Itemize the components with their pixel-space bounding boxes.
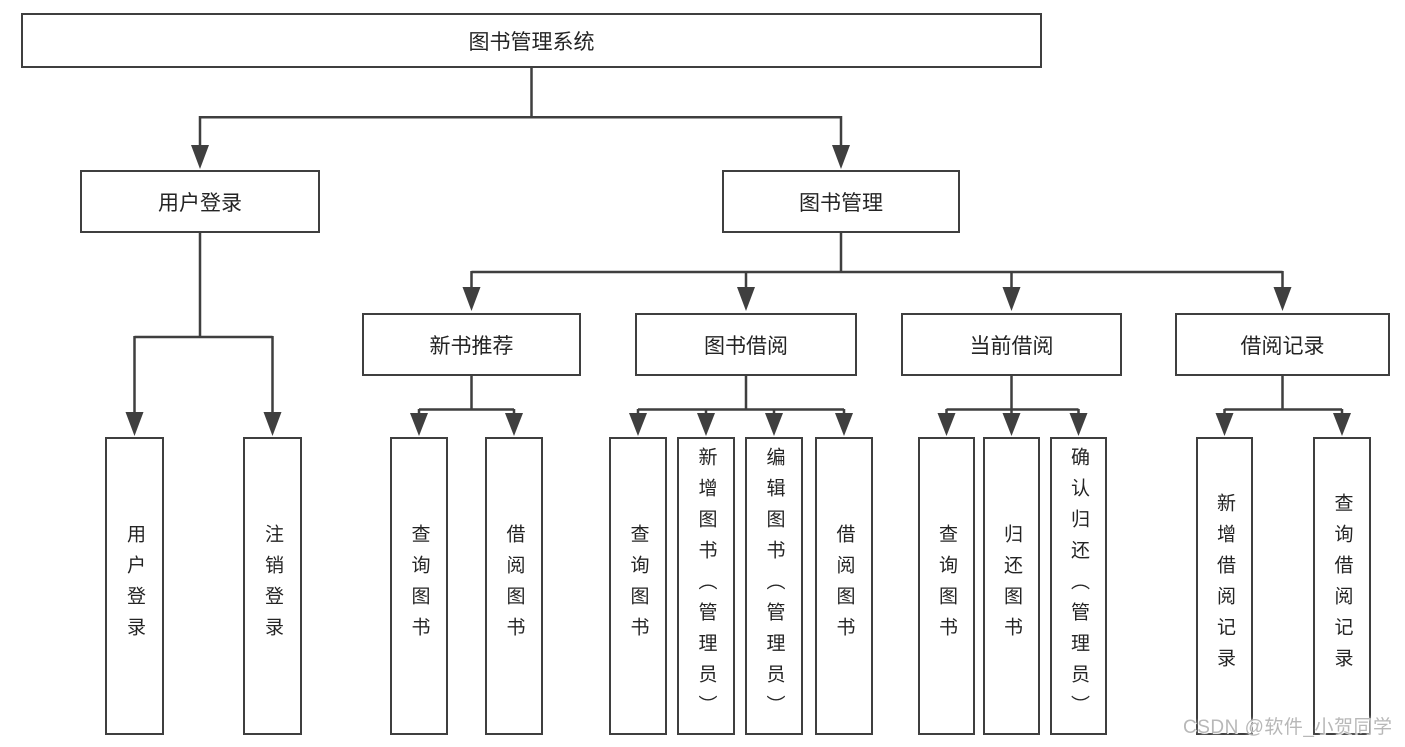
leaf-query-borrow-record: 查询借阅记录 — [1313, 437, 1371, 735]
connector-user-login — [133, 232, 274, 414]
leaf-edit-book-admin: 编辑图书（管理员） — [745, 437, 803, 735]
node-book-borrowing: 图书借阅 — [635, 313, 857, 376]
node-user-login: 用户登录 — [80, 170, 320, 233]
arrowheads — [125, 145, 1351, 436]
csdn-watermark: CSDN @软件_小贺同学 — [1183, 717, 1393, 738]
leaf-user-login: 用户登录 — [105, 437, 164, 735]
connector-root — [199, 68, 842, 119]
node-borrowing-records: 借阅记录 — [1175, 313, 1390, 376]
leaf-query-books-borrowing: 查询图书 — [609, 437, 667, 735]
leaf-logout: 注销登录 — [243, 437, 302, 735]
node-library-management-system: 图书管理系统 — [21, 13, 1042, 68]
leaf-add-borrow-record: 新增借阅记录 — [1196, 437, 1253, 735]
connector-book-management — [471, 232, 1283, 274]
node-current-borrowing: 当前借阅 — [901, 313, 1122, 376]
node-new-book-recommend: 新书推荐 — [362, 313, 581, 376]
node-book-management: 图书管理 — [722, 170, 960, 233]
leaf-add-book-admin: 新增图书（管理员） — [677, 437, 735, 735]
leaf-borrow-books-borrowing: 借阅图书 — [815, 437, 873, 735]
leaf-return-book: 归还图书 — [983, 437, 1040, 735]
leaf-query-books-current: 查询图书 — [918, 437, 975, 735]
leaf-query-books-recommend: 查询图书 — [390, 437, 448, 735]
leaf-confirm-return-admin: 确认归还（管理员） — [1050, 437, 1107, 735]
leaf-borrow-books-recommend: 借阅图书 — [485, 437, 543, 735]
connector-leaf-rails — [419, 375, 1342, 411]
